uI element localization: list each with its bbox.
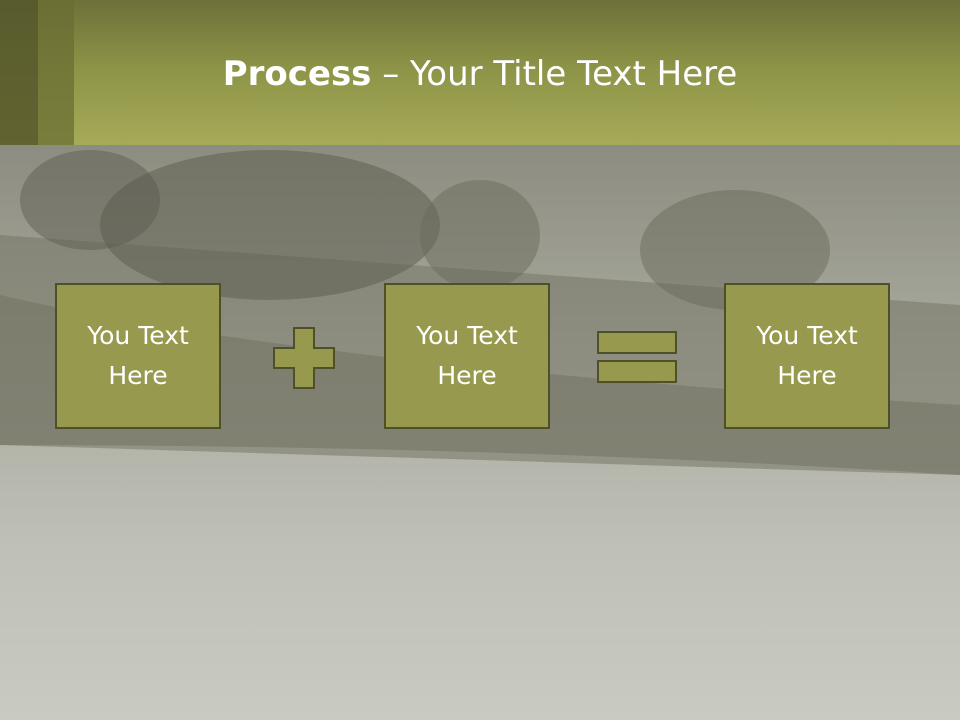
title-rest-text: – Your Title Text Here bbox=[371, 54, 738, 94]
header-accent-bar bbox=[38, 0, 74, 145]
equals-icon[interactable] bbox=[597, 331, 677, 383]
title-bar: Process – Your Title Text Here bbox=[0, 0, 960, 145]
title-bold-text: Process bbox=[222, 54, 372, 94]
process-box-1[interactable]: You Text Here bbox=[55, 283, 221, 429]
box-text-line1: You Text bbox=[87, 321, 189, 350]
process-box-3[interactable]: You Text Here bbox=[724, 283, 890, 429]
process-box-2[interactable]: You Text Here bbox=[384, 283, 550, 429]
box-text-line1: You Text bbox=[416, 321, 518, 350]
box-text-line1: You Text bbox=[756, 321, 858, 350]
box-text-line2: Here bbox=[108, 361, 168, 390]
box-text-line2: Here bbox=[777, 361, 837, 390]
plus-icon[interactable] bbox=[273, 327, 335, 389]
header-accent-bar bbox=[0, 0, 38, 145]
background-photo bbox=[0, 145, 960, 720]
slide-title[interactable]: Process – Your Title Text Here bbox=[0, 52, 960, 96]
box-text-line2: Here bbox=[437, 361, 497, 390]
